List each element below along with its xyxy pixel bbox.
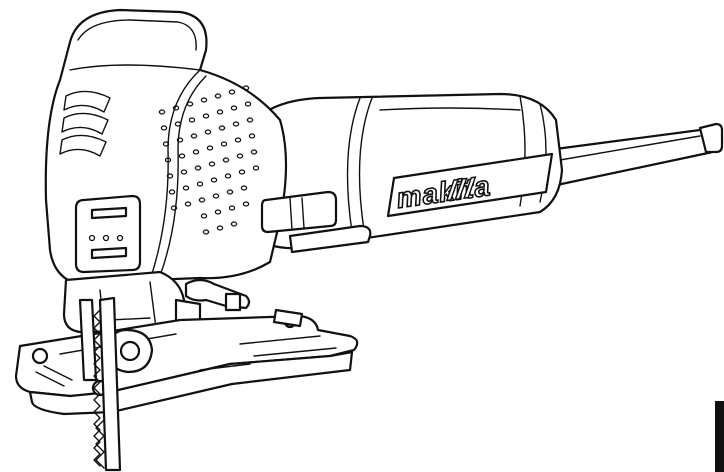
vent-dot xyxy=(164,157,172,163)
vent-dot xyxy=(158,109,166,115)
vent-dot xyxy=(188,117,196,123)
vent-dot xyxy=(184,201,192,207)
vent-dot xyxy=(228,205,236,211)
vent-dot xyxy=(230,105,238,111)
vent-dot xyxy=(222,157,230,163)
vent-dot xyxy=(230,221,238,227)
vent-dot xyxy=(200,97,208,103)
vent-dot xyxy=(214,93,222,99)
vent-dot xyxy=(216,109,224,115)
vent-dot xyxy=(218,125,226,131)
vent-dots xyxy=(158,85,260,235)
vent-dot xyxy=(174,121,182,127)
vent-dot xyxy=(190,133,198,139)
blade-guide xyxy=(78,298,154,382)
saw-blade xyxy=(93,296,122,472)
vent-dot xyxy=(240,185,248,191)
vent-dot xyxy=(246,117,254,123)
vent-dot xyxy=(212,193,220,199)
vent-dot xyxy=(214,209,222,215)
vent-dot xyxy=(192,149,200,155)
vent-dot xyxy=(226,189,234,195)
vent-dot xyxy=(234,137,242,143)
vent-dot xyxy=(232,121,240,127)
vent-dot xyxy=(216,225,224,231)
vent-dot xyxy=(250,149,258,155)
vent-dot xyxy=(182,185,190,191)
vent-dot xyxy=(198,197,206,203)
vent-dot xyxy=(236,153,244,159)
vent-dot xyxy=(210,177,218,183)
vent-dot xyxy=(194,165,202,171)
vent-dot xyxy=(252,165,260,171)
vent-dot xyxy=(176,137,184,143)
vent-dot xyxy=(244,101,252,107)
vent-dot xyxy=(186,101,194,107)
vent-dot xyxy=(220,141,228,147)
vent-dot xyxy=(208,161,216,167)
vent-dot xyxy=(248,133,256,139)
vent-dot xyxy=(160,125,168,131)
vent-dot xyxy=(162,141,170,147)
vent-dot xyxy=(204,129,212,135)
page-edge-tab-marker xyxy=(715,401,724,472)
vent-dot xyxy=(168,189,176,195)
vent-dot xyxy=(202,229,210,235)
vent-dot xyxy=(200,213,208,219)
vent-dot xyxy=(172,105,180,111)
handle-body xyxy=(44,8,288,288)
vent-dot xyxy=(170,205,178,211)
vent-dot xyxy=(180,169,188,175)
vent-dot xyxy=(196,181,204,187)
vent-dot xyxy=(242,85,250,91)
vent-dot xyxy=(202,113,210,119)
vent-dot xyxy=(206,145,214,151)
vent-dot xyxy=(178,153,186,159)
power-cord xyxy=(546,122,724,188)
vent-dot xyxy=(224,173,232,179)
vent-dot xyxy=(166,173,174,179)
speed-switch xyxy=(260,190,372,254)
vent-dot xyxy=(228,89,236,95)
vent-dot xyxy=(242,201,250,207)
vent-dot xyxy=(238,169,246,175)
